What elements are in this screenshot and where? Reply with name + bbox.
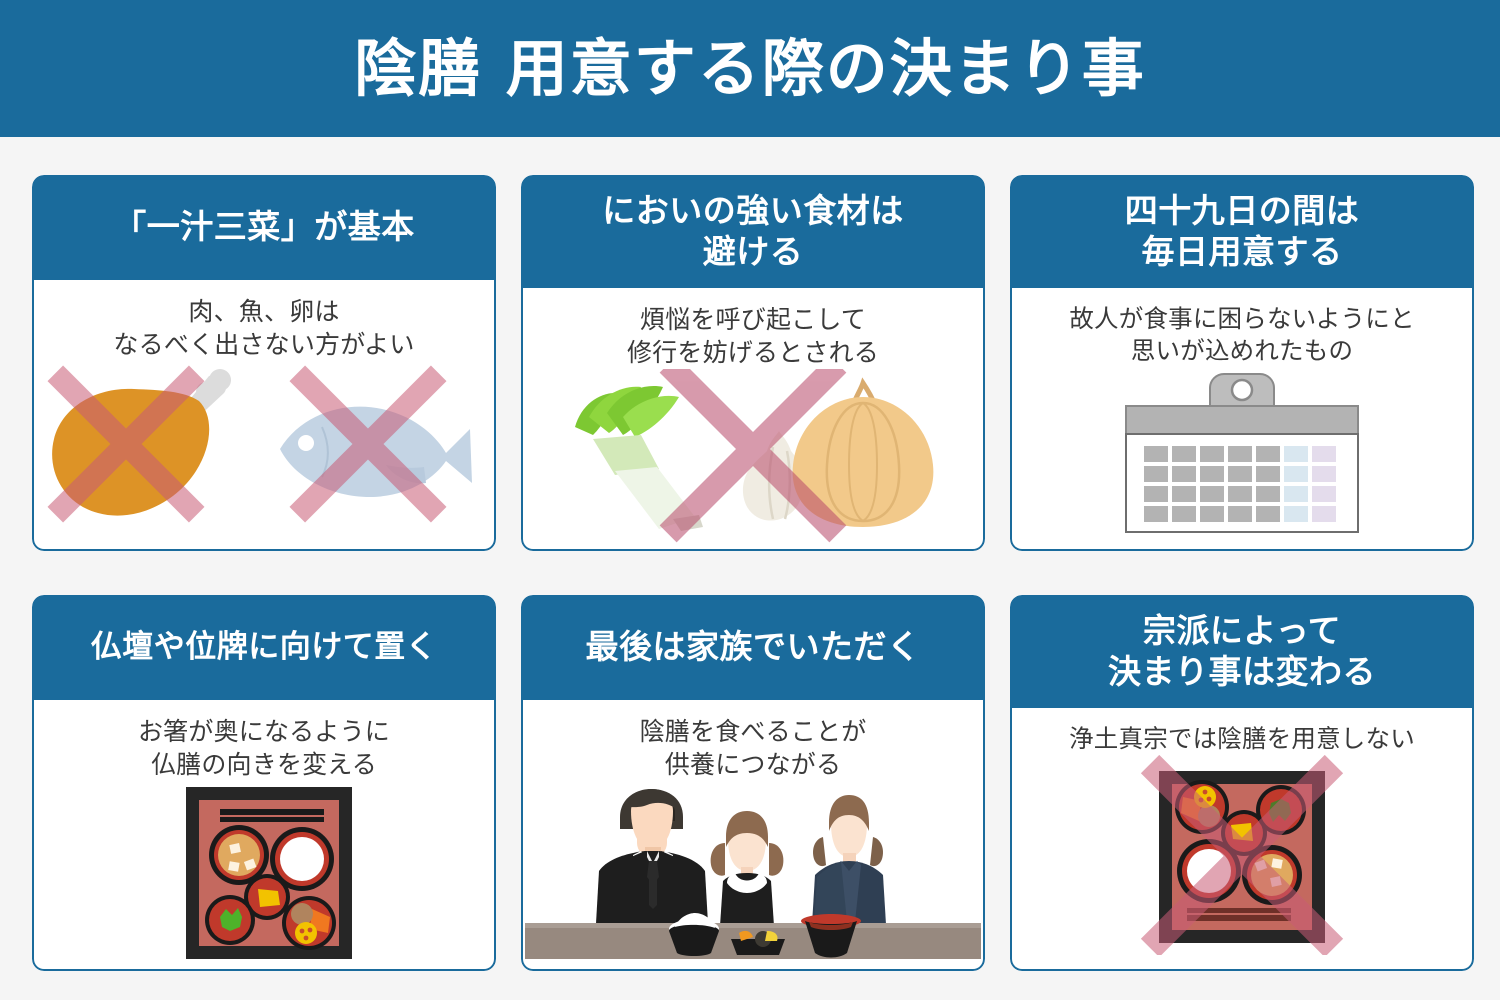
onion-icon — [792, 377, 934, 527]
card-body: 煩悩を呼び起こして 修行を妨げるとされる — [521, 288, 985, 551]
illustration-family-at-table — [523, 781, 983, 969]
side-dish-icon — [731, 930, 785, 955]
illustration-meat-and-fish — [34, 361, 494, 549]
card-title: においの強い食材は 避ける — [602, 191, 904, 271]
x-mark-icon — [659, 369, 847, 543]
card-title: 最後は家族でいただく — [585, 627, 921, 667]
father-icon — [595, 789, 709, 941]
card-header: においの強い食材は 避ける — [521, 175, 985, 288]
illustration-meal-tray-crossed-out — [1012, 755, 1472, 969]
card-subtitle: 煩悩を呼び起こして 修行を妨げるとされる — [626, 305, 879, 367]
card-sect-differences: 宗派によって 決まり事は変わる 浄土真宗では陰膳を用意しない — [1010, 595, 1474, 971]
card-header: 最後は家族でいただく — [521, 595, 985, 700]
chopsticks-icon — [1187, 908, 1291, 922]
x-mark-icon — [1140, 755, 1344, 956]
card-title: 四十九日の間は 毎日用意する — [1124, 191, 1360, 271]
card-header: 仏壇や位牌に向けて置く — [32, 595, 496, 700]
page-header: 陰膳 用意する際の決まり事 — [0, 0, 1500, 137]
card-grid: 「一汁三菜」が基本 肉、魚、卵は なるべく出さない方がよい — [32, 175, 1475, 971]
card-body: 故人が食事に困らないようにと 思いが込めれたもの — [1010, 288, 1474, 551]
card-subtitle: 肉、魚、卵は なるべく出さない方がよい — [113, 297, 415, 359]
card-subtitle: 浄土真宗では陰膳を用意しない — [1069, 724, 1415, 753]
meal-tray-icon — [186, 787, 352, 959]
rice-bowl-icon — [669, 913, 719, 956]
card-body: お箸が奥になるように 仏膳の向きを変える — [32, 700, 496, 971]
card-header: 四十九日の間は 毎日用意する — [1010, 175, 1474, 288]
chopsticks-icon — [220, 809, 324, 822]
card-strong-smell: においの強い食材は 避ける 煩悩を呼び起こして 修行を妨げるとされる — [521, 175, 985, 551]
card-title: 「一汁三菜」が基本 — [113, 207, 415, 247]
illustration-calendar — [1012, 368, 1472, 549]
card-ichiju-sansai: 「一汁三菜」が基本 肉、魚、卵は なるべく出さない方がよい — [32, 175, 496, 551]
card-header: 「一汁三菜」が基本 — [32, 175, 496, 280]
card-subtitle: お箸が奥になるように 仏膳の向きを変える — [137, 717, 390, 779]
card-body: 浄土真宗では陰膳を用意しない — [1010, 708, 1474, 971]
card-header: 宗派によって 決まり事は変わる — [1010, 595, 1474, 708]
illustration-smelly-vegetables — [523, 369, 983, 549]
soup-bowl-icon — [801, 914, 861, 958]
card-face-butsudan: 仏壇や位牌に向けて置く お箸が奥になるように 仏膳の向きを変える — [32, 595, 496, 971]
card-subtitle: 故人が食事に困らないようにと 思いが込めれたもの — [1069, 304, 1415, 366]
daughter-icon — [710, 811, 784, 941]
page-title: 陰膳 用意する際の決まり事 — [354, 31, 1146, 105]
calendar-icon — [1125, 372, 1359, 533]
x-mark-icon — [47, 365, 205, 523]
illustration-meal-tray — [34, 781, 494, 969]
card-title: 仏壇や位牌に向けて置く — [90, 628, 438, 665]
card-body: 陰膳を食べることが 供養につながる — [521, 700, 985, 971]
card-subtitle: 陰膳を食べることが 供養につながる — [639, 717, 867, 779]
card-49-days: 四十九日の間は 毎日用意する 故人が食事に困らないようにと 思いが込めれたもの — [1010, 175, 1474, 551]
x-mark-icon — [289, 365, 447, 523]
card-body: 肉、魚、卵は なるべく出さない方がよい — [32, 280, 496, 551]
card-title: 宗派によって 決まり事は変わる — [1108, 611, 1376, 691]
calendar-grid — [1144, 445, 1336, 522]
card-family-eats: 最後は家族でいただく 陰膳を食べることが 供養につながる — [521, 595, 985, 971]
